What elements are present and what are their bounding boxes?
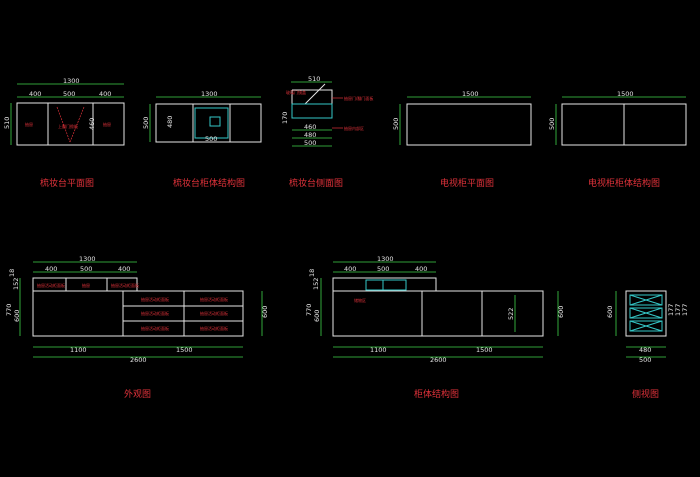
front-elevation-view: 1300 400 500 400 18 152 770 600 600 抽屉活动…: [5, 255, 269, 400]
title-side-view: 侧视图: [632, 388, 659, 400]
dim-1500: 1500: [462, 90, 479, 98]
dim-18: 18: [308, 269, 316, 277]
title-dresser-side: 梳妆台侧面图: [289, 177, 343, 189]
note-drawer-panel: 抽屉活动柜面板: [37, 282, 65, 288]
note-drawer: 抽屉: [82, 282, 90, 288]
structure-body: [332, 290, 544, 337]
dim-770: 770: [305, 304, 313, 316]
dim-400: 400: [99, 90, 111, 98]
dim-500: 500: [639, 356, 651, 364]
title-dresser-plan: 梳妆台平面图: [40, 177, 94, 189]
dim-2600: 2600: [430, 356, 447, 364]
dim-1300: 1300: [377, 255, 394, 263]
dim-600: 600: [313, 310, 321, 322]
dim-177: 177: [674, 304, 682, 316]
dresser-top-outline: [16, 102, 125, 146]
side-mirror-box: [291, 103, 333, 119]
dim-1300: 1300: [79, 255, 96, 263]
title-tv-plan: 电视柜平面图: [440, 177, 494, 189]
dim-510: 510: [308, 75, 320, 83]
note-drawer-panel: 抽屉活动柜面板: [111, 282, 139, 288]
dim-400: 400: [415, 265, 427, 273]
note-drawer-panel: 抽屉活动柜面板: [200, 325, 228, 331]
dim-500: 500: [304, 139, 316, 147]
title-dresser-structure: 梳妆台柜体结构图: [173, 177, 245, 189]
dim-152: 152: [12, 278, 20, 290]
dim-1500: 1500: [476, 346, 493, 354]
note-storage: 储物区: [354, 297, 366, 303]
structure-mirror-slot: [365, 279, 407, 291]
dim-500: 500: [142, 117, 150, 129]
dim-1100: 1100: [370, 346, 387, 354]
dim-2600: 2600: [130, 356, 147, 364]
mirror-compartment: [194, 107, 229, 139]
dim-400: 400: [45, 265, 57, 273]
tv-top-outline: [406, 103, 532, 146]
dim-600: 600: [557, 306, 565, 318]
dresser-structure-view: 1300 500 480 500 梳妆台柜体结构图: [142, 90, 262, 189]
side-cabinet-outline: [625, 290, 667, 337]
title-tv-structure: 电视柜柜体结构图: [588, 177, 660, 189]
note-drawer-panel: 抽屉活动柜面板: [200, 296, 228, 302]
dim-500: 500: [205, 135, 217, 143]
dim-400: 400: [118, 265, 130, 273]
dim-400: 400: [344, 265, 356, 273]
dim-177: 177: [681, 304, 689, 316]
note-open-area: 抽屉内部区: [344, 125, 364, 131]
dim-460: 460: [88, 118, 96, 130]
cabinet-structure-view: 1300 400 500 400 18 152 770 600 600 522 …: [305, 255, 565, 400]
dim-510: 510: [3, 117, 11, 129]
dim-1300: 1300: [201, 90, 218, 98]
note-hinged-lid: 上翻门掀板: [58, 123, 78, 129]
tv-structure-view: 1500 500 电视柜柜体结构图: [548, 90, 687, 189]
dim-600: 600: [261, 306, 269, 318]
note-drawer-panel: 抽屉活动柜面板: [141, 310, 169, 316]
title-elevation: 外观图: [124, 388, 151, 400]
dim-170: 170: [281, 112, 289, 124]
dresser-side-view: 510 170 460 480 500 抽屉门/翻门面板 抽屉内部区 玻璃门镜盖…: [281, 75, 373, 189]
dim-600: 600: [606, 306, 614, 318]
dim-770: 770: [5, 304, 13, 316]
dim-18: 18: [8, 269, 16, 277]
note-drawer: 抽屉: [25, 121, 33, 127]
dim-460: 460: [304, 123, 316, 131]
dim-1100: 1100: [70, 346, 87, 354]
dim-480: 480: [166, 116, 174, 128]
dim-500: 500: [63, 90, 75, 98]
title-cabinet-structure: 柜体结构图: [414, 388, 459, 400]
note-glass-lid: 玻璃门镜盖: [286, 89, 306, 95]
note-drawer-panel: 抽屉活动柜面板: [200, 310, 228, 316]
tv-plan-view: 1500 500 电视柜平面图: [392, 90, 532, 189]
dim-400: 400: [29, 90, 41, 98]
dim-1300: 1300: [63, 77, 80, 85]
dim-177: 177: [667, 304, 675, 316]
dim-500: 500: [377, 265, 389, 273]
dim-500: 500: [392, 118, 400, 130]
dresser-cabinet-outline: [155, 103, 262, 143]
note-drawer-panel: 抽屉活动柜面板: [141, 325, 169, 331]
dresser-plan-view: 1300 400 500 400 510 抽屉 上翻门掀板 抽屉 460 梳妆台…: [3, 77, 125, 189]
dim-152: 152: [312, 278, 320, 290]
note-drawer-panel: 抽屉活动柜面板: [141, 296, 169, 302]
dim-1500: 1500: [617, 90, 634, 98]
dim-500: 500: [548, 118, 556, 130]
side-view: 600 177 177 177 480 500 侧视图: [606, 290, 689, 400]
dim-480: 480: [639, 346, 651, 354]
dim-600: 600: [13, 310, 21, 322]
dim-480: 480: [304, 131, 316, 139]
dim-522: 522: [507, 308, 515, 320]
note-mirror-box: 抽屉门/翻门面板: [344, 95, 373, 101]
dim-500: 500: [80, 265, 92, 273]
note-drawer: 抽屉: [103, 121, 111, 127]
dim-1500: 1500: [176, 346, 193, 354]
cabinet-body: [32, 290, 244, 337]
